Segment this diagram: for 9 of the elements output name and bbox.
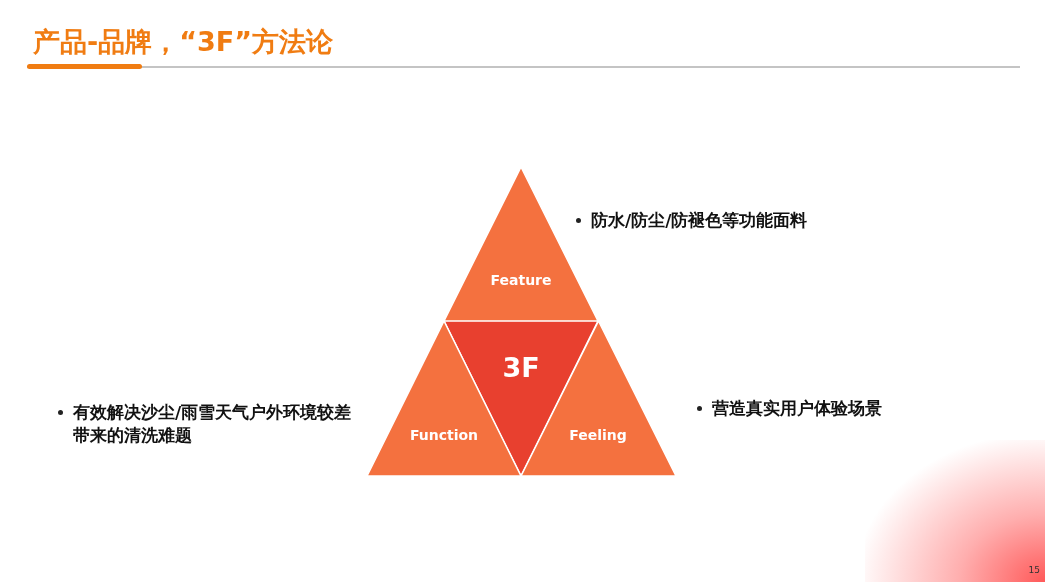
page-number: 15 bbox=[1028, 565, 1040, 575]
segment-label: Function bbox=[409, 428, 479, 444]
slide-title: 产品-品牌，“3F”方法论 bbox=[33, 25, 333, 59]
bullet-text: 有效解决沙尘/雨雪天气户外环境较差带来的清洗难题 bbox=[73, 401, 353, 447]
bullet-text: 营造真实用户体验场景 bbox=[712, 397, 883, 420]
segment-label: Feeling bbox=[569, 428, 627, 444]
segment-label: Feature bbox=[490, 273, 552, 289]
bullet-text: 防水/防尘/防褪色等功能面料 bbox=[591, 209, 809, 232]
segment-label: 3F bbox=[502, 353, 540, 383]
